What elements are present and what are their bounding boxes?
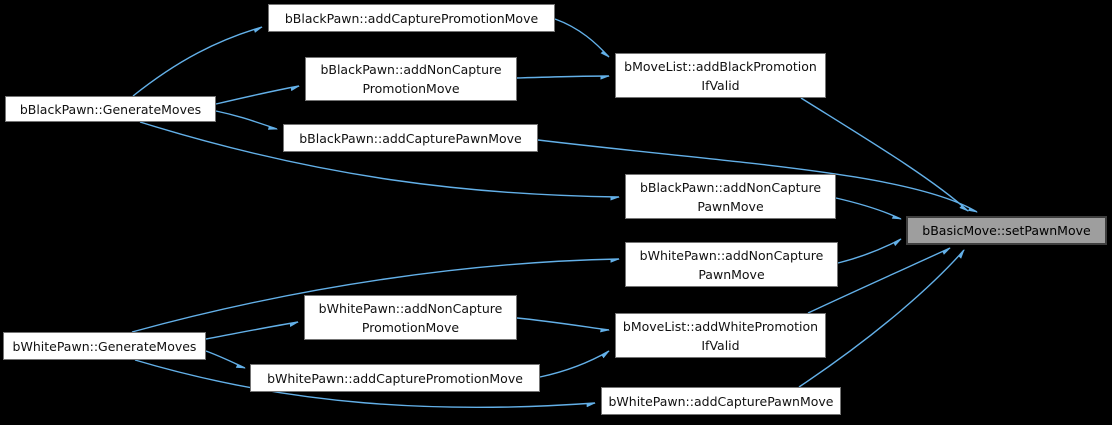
edge-wcappawn-to-setpawnmove <box>798 250 964 388</box>
edge-wcappromo-to-whiteifvalid <box>539 350 609 378</box>
edge-wgen-to-wnoncappromo <box>205 321 298 340</box>
edge-wgen-to-wcappawn <box>134 359 595 409</box>
edge-whiteifvalid-to-setpawnmove <box>807 247 950 314</box>
edge-bnoncappawn-to-setpawnmove <box>835 197 901 220</box>
edge-wnoncappawn-to-setpawnmove <box>837 238 901 264</box>
edge-bcappromo-to-blackifvalid <box>554 18 609 57</box>
node-white-generate-moves[interactable]: bWhitePawn::GenerateMoves <box>3 332 206 360</box>
edge-bcappawn-to-setpawnmove <box>537 139 977 213</box>
edge-wnoncappromo-to-whiteifvalid <box>516 317 609 330</box>
edge-bnoncappromo-to-blackifvalid <box>516 75 609 78</box>
node-black-add-non-capture-promotion-move[interactable]: bBlackPawn::addNonCapture PromotionMove <box>305 57 517 101</box>
node-black-add-capture-pawn-move[interactable]: bBlackPawn::addCapturePawnMove <box>283 124 538 152</box>
edge-bgen-to-bnoncappromo <box>215 85 299 105</box>
node-white-add-non-capture-pawn-move[interactable]: bWhitePawn::addNonCapture PawnMove <box>625 242 838 287</box>
node-white-add-capture-promotion-move[interactable]: bWhitePawn::addCapturePromotionMove <box>250 364 540 392</box>
edge-bgen-to-bcappawn <box>215 110 277 129</box>
node-white-add-non-capture-promotion-move[interactable]: bWhitePawn::addNonCapture PromotionMove <box>304 295 517 340</box>
edge-wgen-to-wnoncappawn <box>131 258 619 333</box>
edge-bgen-to-bnoncappawn <box>139 121 619 197</box>
node-black-add-non-capture-pawn-move[interactable]: bBlackPawn::addNonCapture PawnMove <box>625 174 836 219</box>
edge-wgen-to-wcappromo <box>205 350 245 369</box>
edge-blackifvalid-to-setpawnmove <box>800 97 968 211</box>
node-movelist-add-white-promotion-if-valid[interactable]: bMoveList::addWhitePromotion IfValid <box>615 313 826 358</box>
node-black-add-capture-promotion-move[interactable]: bBlackPawn::addCapturePromotionMove <box>268 4 555 32</box>
node-black-generate-moves[interactable]: bBlackPawn::GenerateMoves <box>5 96 216 122</box>
node-movelist-add-black-promotion-if-valid[interactable]: bMoveList::addBlackPromotion IfValid <box>615 53 826 98</box>
node-white-add-capture-pawn-move[interactable]: bWhitePawn::addCapturePawnMove <box>601 387 841 415</box>
edge-bgen-to-bcappromo <box>132 27 262 97</box>
node-basic-move-set-pawn-move: bBasicMove::setPawnMove <box>906 216 1107 245</box>
